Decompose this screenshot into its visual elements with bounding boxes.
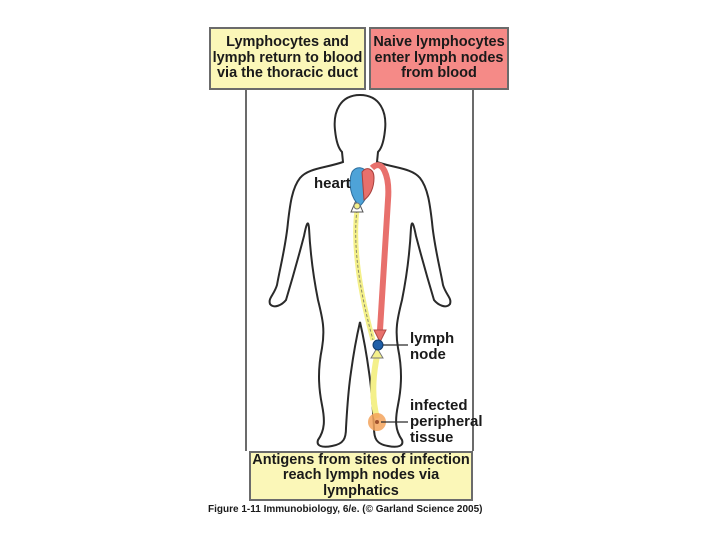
- box-antigens: Antigens from sites of infection reach l…: [249, 451, 473, 501]
- heart-icon: [349, 167, 375, 210]
- figure-caption: Figure 1-11 Immunobiology, 6/e. (© Garla…: [208, 504, 483, 515]
- box-lymph-return-line-2: lymph return to blood: [212, 49, 363, 66]
- box-lymph-return: Lymphocytes and lymph return to blood vi…: [209, 27, 366, 90]
- label-heart: heart: [314, 175, 351, 192]
- label-lymph-node-line-1: lymph: [410, 330, 455, 347]
- box-lymph-return-line-1: Lymphocytes and: [226, 34, 349, 51]
- lymphatic-path-outline: [355, 209, 374, 341]
- box-naive-lymphocytes-line-2: enter lymph nodes: [374, 49, 504, 66]
- label-infected-tissue-line-2: peripheral: [410, 412, 483, 430]
- lymph-node-icon: [372, 339, 384, 351]
- label-infected-tissue-line-1: infected: [410, 397, 468, 414]
- infected-tissue-core: [375, 420, 379, 424]
- afferent-lymph-arrowhead: [370, 347, 384, 359]
- box-antigens-line-2: reach lymph nodes via lymphatics: [282, 467, 440, 499]
- label-infected-tissue: infected peripheral tissue: [410, 398, 483, 445]
- blood-arrowhead: [373, 329, 387, 344]
- label-infected-tissue-line-3: tissue: [410, 428, 454, 446]
- label-lymph-node-line-2: node: [410, 345, 446, 363]
- box-naive-lymphocytes-line-3: from blood: [401, 65, 477, 82]
- box-lymph-return-line-3: via the thoracic duct: [216, 65, 358, 82]
- box-naive-lymphocytes-line-1: Naive lymphocytes: [373, 34, 505, 51]
- label-lymph-node: lymph node: [410, 331, 454, 363]
- box-antigens-line-1: Antigens from sites of infection: [252, 451, 470, 468]
- blood-path: [369, 162, 392, 331]
- box-naive-lymphocytes: Naive lymphocytes enter lymph nodes from…: [369, 27, 509, 90]
